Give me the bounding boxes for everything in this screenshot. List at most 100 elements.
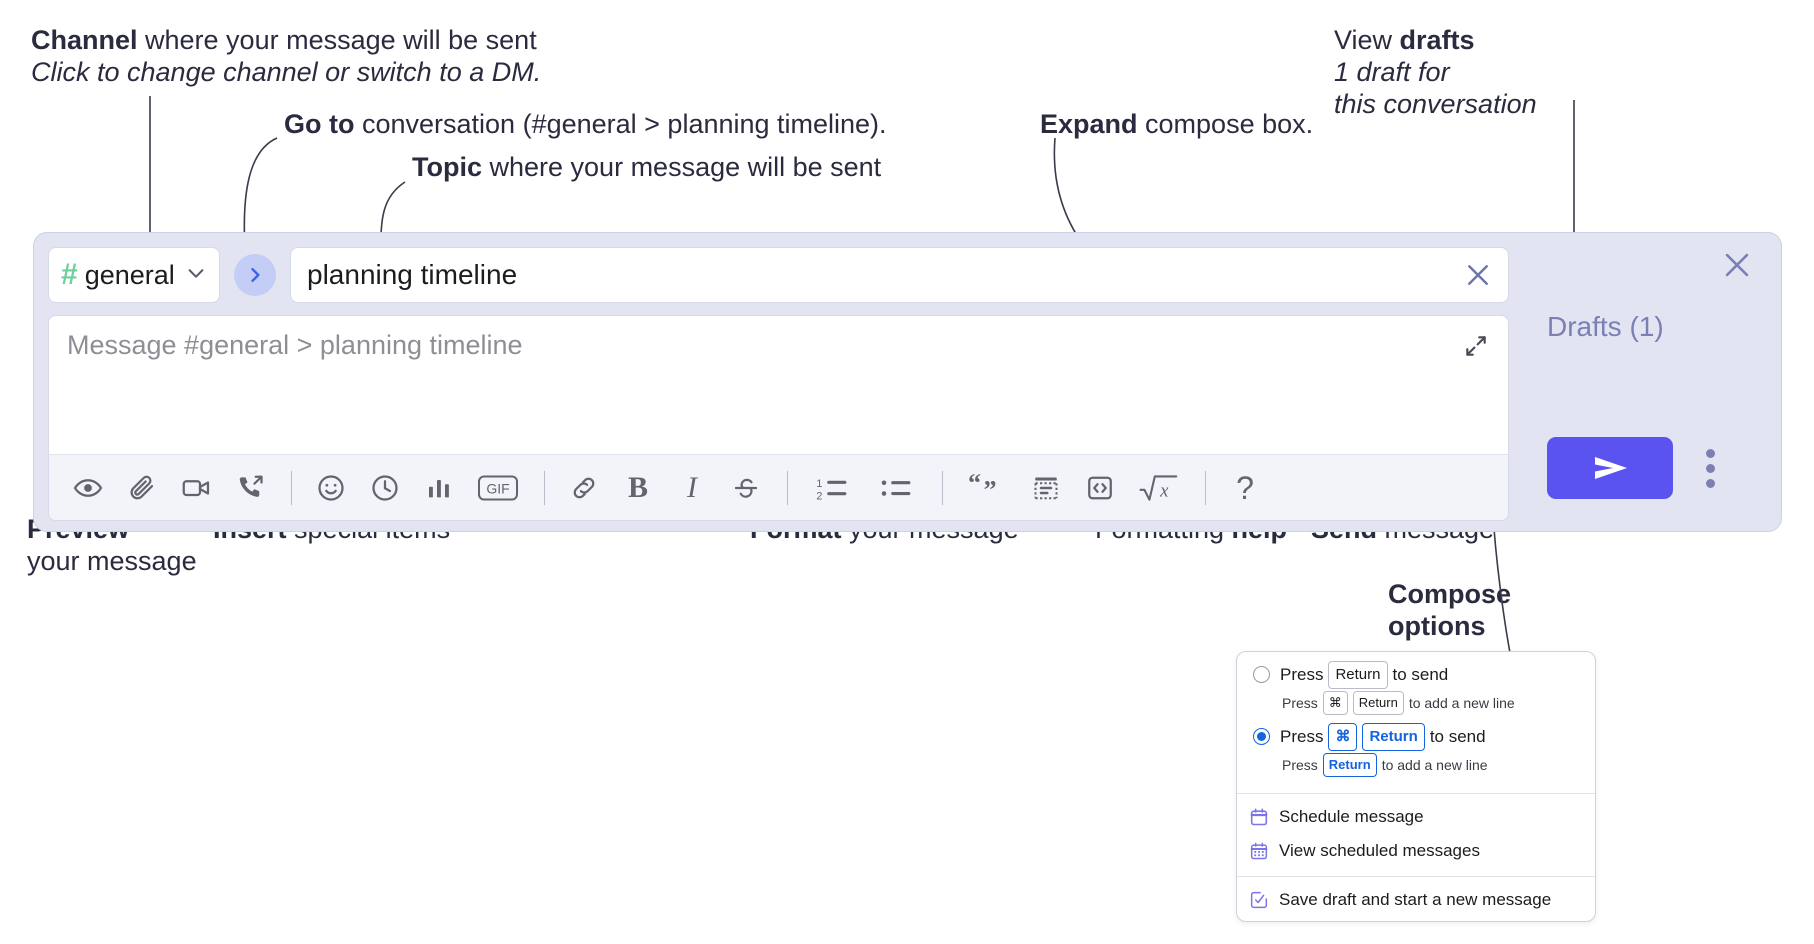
option-prefix: Press xyxy=(1280,727,1324,746)
menu-item-label: Save draft and start a new message xyxy=(1279,890,1552,909)
annotation-drafts-line3: this conversation xyxy=(1334,86,1537,122)
compose-right-rail: Drafts (1) xyxy=(1521,233,1781,531)
code-icon[interactable] xyxy=(1077,465,1123,511)
annotation-goto: Go to conversation (#general > planning … xyxy=(284,106,887,142)
message-box: Message #general > planning timeline xyxy=(48,315,1509,521)
svg-text:2: 2 xyxy=(816,490,822,502)
option-sub-suffix: to add a new line xyxy=(1408,695,1515,711)
phone-forward-icon[interactable] xyxy=(227,465,273,511)
drafts-link[interactable]: Drafts (1) xyxy=(1547,311,1664,342)
compose-options-menu: Press Return to send Press ⌘ Return to a… xyxy=(1236,651,1596,922)
paperclip-icon[interactable] xyxy=(119,465,165,511)
close-icon[interactable] xyxy=(1715,243,1759,287)
goto-conversation-button[interactable] xyxy=(234,254,276,296)
option-sub-prefix: Press xyxy=(1282,695,1318,711)
svg-text:”: ” xyxy=(983,475,996,502)
close-icon[interactable] xyxy=(1458,255,1498,295)
link-icon[interactable] xyxy=(561,465,607,511)
key-return: Return xyxy=(1362,723,1425,751)
annotation-preview-rest: your message xyxy=(27,546,197,576)
menu-item-label: View scheduled messages xyxy=(1279,841,1480,860)
annotation-drafts-italic1: 1 draft for xyxy=(1334,57,1450,87)
option-main-line: Press Return to send xyxy=(1280,661,1583,689)
menu-item-label: Schedule message xyxy=(1279,807,1424,826)
smiley-icon[interactable] xyxy=(308,465,354,511)
message-input-area[interactable]: Message #general > planning timeline xyxy=(49,316,1508,454)
option-suffix: to send xyxy=(1392,665,1449,684)
annotation-compose-options-line2: options xyxy=(1388,608,1485,644)
menu-divider xyxy=(1237,793,1595,794)
strikethrough-icon[interactable] xyxy=(723,465,769,511)
quote-icon[interactable]: “” xyxy=(959,465,1015,511)
send-button[interactable] xyxy=(1547,437,1673,499)
help-label: ? xyxy=(1236,469,1254,506)
expand-icon[interactable] xyxy=(1456,326,1496,366)
eye-icon[interactable] xyxy=(65,465,111,511)
annotation-compose-options-bold1: Compose xyxy=(1388,579,1512,609)
question-mark-icon[interactable]: ? xyxy=(1222,465,1268,511)
option-main-line: Press ⌘ Return to send xyxy=(1280,723,1583,751)
bar-chart-icon[interactable] xyxy=(416,465,462,511)
svg-text:“: “ xyxy=(968,473,981,498)
clock-icon[interactable] xyxy=(362,465,408,511)
option-sub-suffix: to add a new line xyxy=(1381,757,1488,773)
svg-text:1: 1 xyxy=(816,477,822,489)
menu-item-view-scheduled-messages[interactable]: View scheduled messages xyxy=(1237,834,1595,868)
annotation-topic: Topic where your message will be sent xyxy=(412,149,881,185)
send-option-return[interactable]: Press Return to send Press ⌘ Return to a… xyxy=(1237,652,1595,719)
video-camera-icon[interactable] xyxy=(173,465,219,511)
menu-item-save-draft[interactable]: Save draft and start a new message xyxy=(1237,883,1595,917)
code-block-icon[interactable] xyxy=(1023,465,1069,511)
annotation-channel-rest: where your message will be sent xyxy=(137,25,537,55)
annotation-compose-options-line1: Compose xyxy=(1388,576,1511,612)
annotation-drafts-italic2: this conversation xyxy=(1334,89,1537,119)
radio-button[interactable] xyxy=(1253,666,1270,683)
annotation-goto-bold: Go to xyxy=(284,109,355,139)
annotation-drafts-prefix: View xyxy=(1334,25,1400,55)
channel-picker[interactable]: # general xyxy=(48,247,220,303)
option-suffix: to send xyxy=(1429,727,1486,746)
italic-icon[interactable]: I xyxy=(669,465,715,511)
annotation-goto-rest: conversation (#general > planning timeli… xyxy=(354,109,887,139)
topic-field[interactable] xyxy=(290,247,1509,303)
svg-text:GIF: GIF xyxy=(486,480,509,496)
toolbar-divider xyxy=(544,470,545,505)
annotation-preview-line2: your message xyxy=(27,543,197,579)
toolbar-divider xyxy=(291,470,292,505)
annotation-drafts-bold: drafts xyxy=(1399,25,1475,55)
svg-text:x: x xyxy=(1159,480,1169,500)
gif-icon[interactable]: GIF xyxy=(470,465,526,511)
compose-options-button[interactable] xyxy=(1687,440,1733,496)
bulleted-list-icon[interactable] xyxy=(868,465,924,511)
annotation-topic-rest: where your message will be sent xyxy=(482,152,882,182)
overflow-dot xyxy=(1705,463,1715,473)
bold-icon[interactable]: B xyxy=(615,465,661,511)
save-draft-icon xyxy=(1249,890,1269,910)
annotation-channel-italic: Click to change channel or switch to a D… xyxy=(31,57,542,87)
option-sub-line: Press Return to add a new line xyxy=(1280,753,1583,777)
overflow-dot xyxy=(1705,448,1715,458)
annotation-expand-rest: compose box. xyxy=(1137,109,1314,139)
italic-label: I xyxy=(687,470,697,504)
chevron-down-icon xyxy=(185,262,207,289)
compose-header-row: # general xyxy=(48,247,1509,303)
toolbar-divider xyxy=(942,470,943,505)
message-placeholder: Message #general > planning timeline xyxy=(67,330,523,360)
annotation-expand: Expand compose box. xyxy=(1040,106,1313,142)
menu-item-schedule-message[interactable]: Schedule message xyxy=(1237,800,1595,834)
compose-box: # general Message xyxy=(33,232,1782,532)
send-icon xyxy=(1595,457,1627,479)
option-body: Press Return to send Press ⌘ Return to a… xyxy=(1280,661,1583,715)
key-return: Return xyxy=(1328,661,1388,689)
key-command: ⌘ xyxy=(1322,691,1348,715)
topic-input[interactable] xyxy=(307,259,1458,291)
calendar-grid-icon xyxy=(1249,841,1269,861)
hash-icon: # xyxy=(61,258,78,291)
radio-button-selected[interactable] xyxy=(1253,728,1270,745)
send-option-cmd-return[interactable]: Press ⌘ Return to send Press Return to a… xyxy=(1237,719,1595,785)
annotation-drafts-line1: View drafts xyxy=(1334,22,1475,58)
square-root-icon[interactable]: x xyxy=(1131,465,1187,511)
compose-main-column: # general Message xyxy=(34,233,1521,531)
menu-divider xyxy=(1237,876,1595,877)
